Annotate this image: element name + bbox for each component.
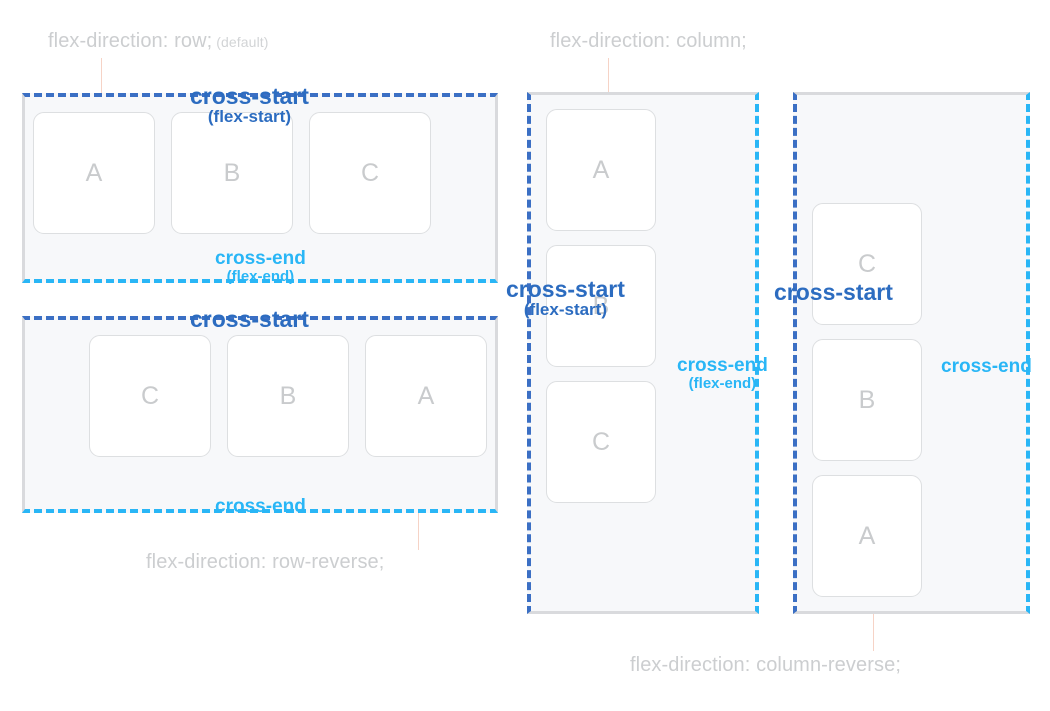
cross-start-text: cross-start xyxy=(190,306,309,332)
caption-column: flex-direction: column; xyxy=(550,30,747,53)
flex-item[interactable]: A xyxy=(365,335,487,457)
leader-line-column xyxy=(608,58,609,96)
flex-item[interactable]: A xyxy=(33,112,155,234)
leader-line-column-reverse xyxy=(873,614,874,651)
cross-end-label-row: cross-end (flex-end) xyxy=(215,249,306,285)
cross-start-text: cross-start xyxy=(190,83,309,109)
flex-item[interactable]: B xyxy=(546,245,656,367)
caption-row-text: flex-direction: row; xyxy=(48,30,213,52)
flex-container-column: A B C xyxy=(527,92,759,614)
cross-start-text: cross-start xyxy=(774,279,893,305)
cross-start-label-column-reverse: cross-start xyxy=(774,280,893,304)
flex-item[interactable]: C xyxy=(309,112,431,234)
cross-end-text: cross-end xyxy=(941,356,1032,377)
caption-row-suffix: (default) xyxy=(212,34,269,50)
flex-item[interactable]: A xyxy=(812,475,922,597)
cross-end-sub-text: (flex-end) xyxy=(226,267,295,285)
caption-column-reverse-text: flex-direction: column-reverse; xyxy=(630,654,901,676)
cross-end-label-column-reverse: cross-end xyxy=(941,357,1032,377)
leader-line-row xyxy=(101,58,102,97)
flex-item[interactable]: B xyxy=(227,335,349,457)
caption-row-reverse-text: flex-direction: row-reverse; xyxy=(146,551,385,573)
cross-start-sub-text: (flex-start) xyxy=(207,107,291,127)
cross-end-label-row-reverse: cross-end xyxy=(215,497,306,517)
flex-item[interactable]: A xyxy=(546,109,656,231)
flex-item[interactable]: B xyxy=(171,112,293,234)
cross-end-text: cross-end xyxy=(215,248,306,269)
cross-end-text: cross-end xyxy=(677,355,768,376)
cross-start-text: cross-start xyxy=(506,276,625,302)
cross-end-sub-text: (flex-end) xyxy=(688,374,757,392)
cross-start-label-column: cross-start (flex-start) xyxy=(506,277,625,319)
flex-item[interactable]: C xyxy=(812,203,922,325)
cross-start-label-row: cross-start (flex-start) xyxy=(190,84,309,126)
caption-row: flex-direction: row; (default) xyxy=(48,30,269,53)
caption-column-reverse: flex-direction: column-reverse; xyxy=(630,654,901,677)
flex-container-row-reverse: C B A xyxy=(22,316,498,513)
flex-item[interactable]: B xyxy=(812,339,922,461)
flex-container-row: A B C xyxy=(22,93,498,283)
cross-start-sub-text: (flex-start) xyxy=(523,300,607,320)
flex-item[interactable]: C xyxy=(89,335,211,457)
flex-container-column-reverse: C B A xyxy=(793,92,1030,614)
cross-end-text: cross-end xyxy=(215,496,306,517)
caption-row-reverse: flex-direction: row-reverse; xyxy=(146,551,384,574)
flex-item[interactable]: C xyxy=(546,381,656,503)
cross-end-label-column: cross-end (flex-end) xyxy=(677,356,768,392)
leader-line-row-reverse xyxy=(418,513,419,550)
cross-start-label-row-reverse: cross-start xyxy=(190,307,309,331)
caption-column-text: flex-direction: column; xyxy=(550,30,747,52)
